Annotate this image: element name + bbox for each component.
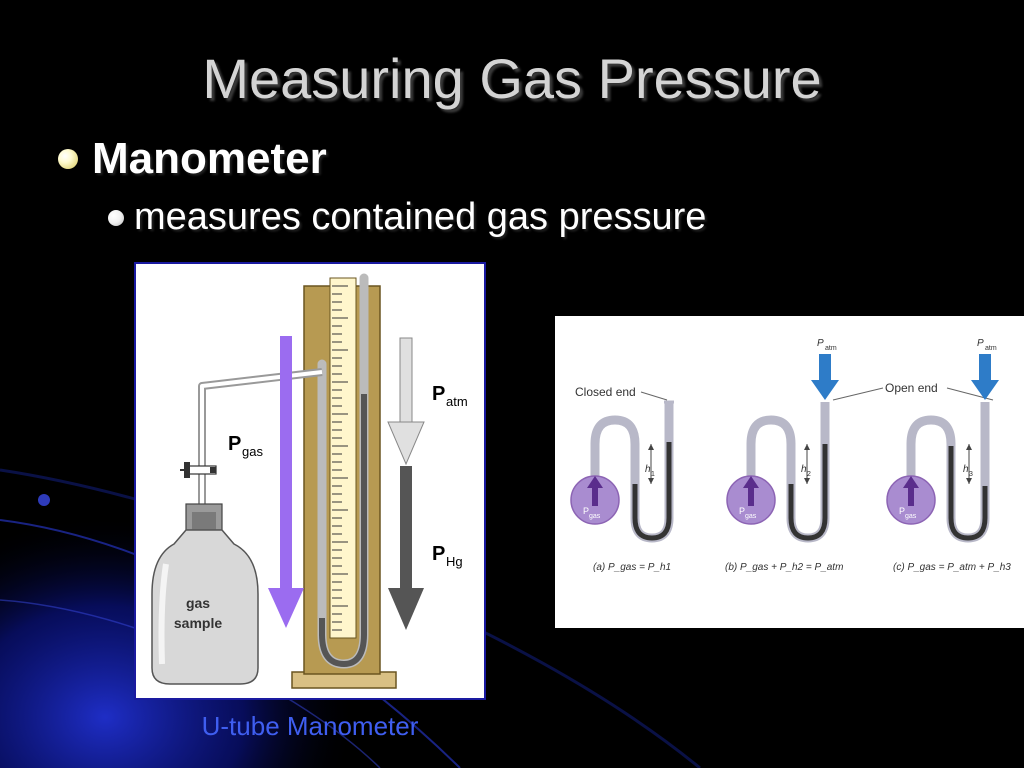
manometer-diagram: gas sample P gas P atm P Hg — [151, 273, 468, 689]
flask-label-gas: gas — [186, 595, 210, 611]
p-hg-arrow-icon — [388, 466, 424, 630]
scale-ticks — [332, 285, 348, 631]
p-atm-subscript: atm — [446, 394, 468, 409]
measuring-scale — [329, 277, 357, 639]
panel-b-gas-sub: gas — [745, 513, 757, 520]
manometer-types-diagram: Closed end Open end P gas h 1 (a) P_gas … — [570, 338, 1011, 573]
flask-label-sample: sample — [174, 615, 222, 631]
closed-end-leader — [640, 391, 668, 401]
open-end-label: Open end — [885, 381, 938, 395]
manometer-types-figure: Closed end Open end P gas h 1 (a) P_gas … — [555, 316, 1024, 628]
p-atm-arrow-icon — [387, 337, 425, 466]
bullet-text: measures contained gas pressure — [134, 196, 707, 238]
bullet-measures: measures contained gas pressure — [108, 196, 706, 239]
bullet-dot-icon — [108, 209, 124, 226]
panel-b — [726, 354, 839, 543]
slide-title: Measuring Gas Pressure — [202, 47, 822, 110]
bullet-dot-icon — [58, 149, 78, 169]
panel-c-gas-sub: gas — [905, 513, 917, 520]
panel-a-gas-sub: gas — [589, 513, 601, 520]
figure-caption: U-tube Manometer — [201, 711, 419, 741]
p-gas-arrow-icon — [268, 336, 304, 628]
panel-a — [570, 400, 674, 543]
panel-b-h-sub: 2 — [807, 471, 811, 478]
closed-end-label: Closed end — [575, 385, 636, 399]
u-tube-manometer-figure: gas sample P gas P atm P Hg — [134, 262, 486, 700]
panel-a-equation: (a) P_gas = P_h1 — [593, 562, 671, 573]
panel-b-p-label: P — [739, 506, 745, 516]
open-end-leader-b — [832, 387, 884, 401]
panel-b-equation: (b) P_gas + P_h2 = P_atm — [725, 562, 843, 573]
panel-a-p-label: P — [583, 506, 589, 516]
panel-c-p-atm-label: P — [977, 338, 984, 349]
panel-c-h-label: h — [963, 464, 969, 475]
panel-b-p-atm-label: P — [817, 338, 824, 349]
p-gas-subscript: gas — [242, 444, 263, 459]
gas-sample-flask — [151, 503, 259, 685]
panel-b-h-label: h — [801, 464, 807, 475]
p-hg-subscript: Hg — [446, 554, 463, 569]
panel-c — [886, 354, 999, 543]
panel-a-h-sub: 1 — [651, 471, 655, 478]
panel-c-equation: (c) P_gas = P_atm + P_h3 — [893, 562, 1011, 573]
panel-c-h-sub: 3 — [969, 471, 973, 478]
panel-b-atm-sub: atm — [825, 345, 837, 352]
mercury-column — [319, 394, 367, 668]
panel-a-h-label: h — [645, 464, 651, 475]
panel-c-p-label: P — [899, 506, 905, 516]
panel-c-atm-sub: atm — [985, 345, 997, 352]
stopcock-icon — [180, 462, 217, 478]
p-gas-label: P — [228, 433, 241, 455]
bullet-text: Manometer — [92, 134, 327, 183]
p-hg-label: P — [432, 543, 445, 565]
bullet-manometer: Manometer — [58, 134, 327, 184]
p-atm-label: P — [432, 383, 445, 405]
